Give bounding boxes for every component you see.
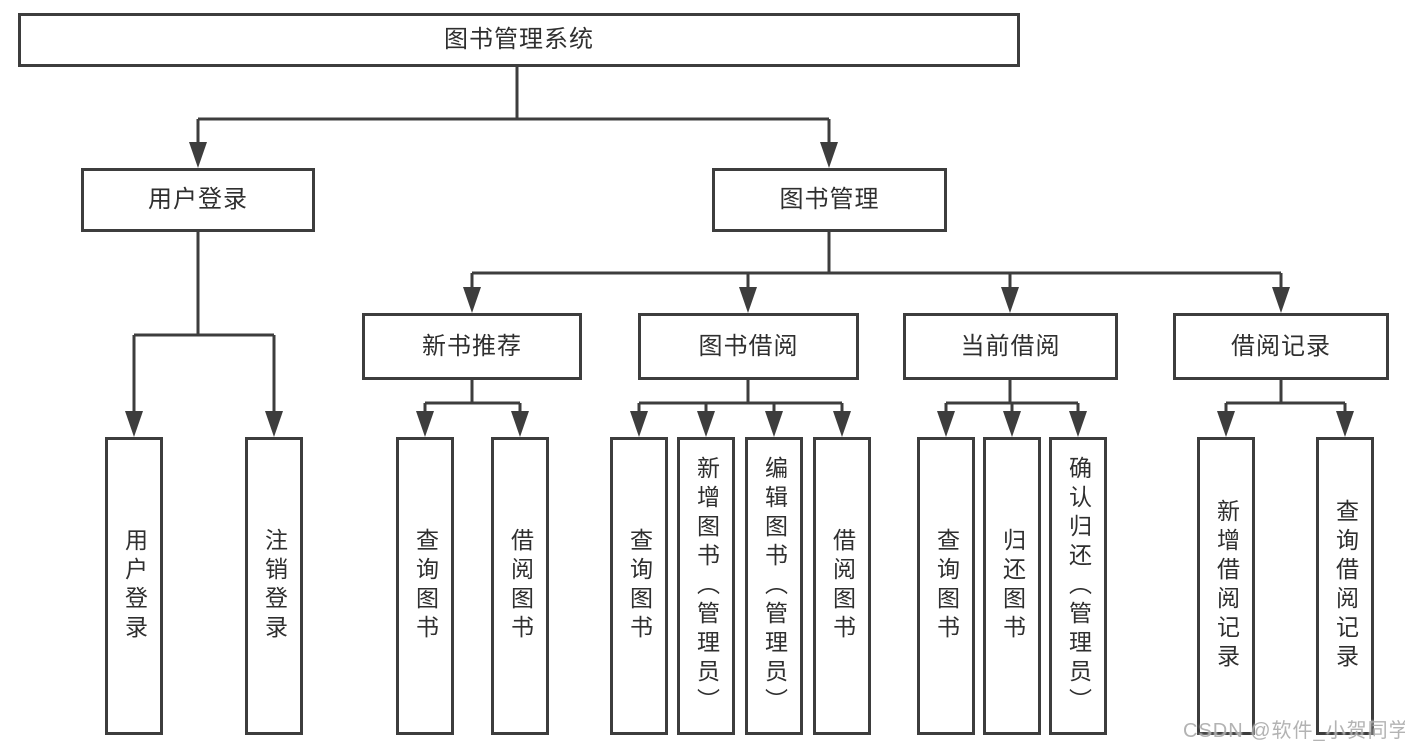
arrowhead-icon <box>125 411 143 437</box>
leaf-return-book: 归还图书 <box>983 437 1041 735</box>
leaf-logout: 注销登录 <box>245 437 303 735</box>
csdn-watermark: CSDN @软件_小贺同学 <box>1183 720 1405 742</box>
arrowhead-icon <box>1217 411 1235 437</box>
arrowhead-icon <box>1069 411 1087 437</box>
arrowhead-icon <box>937 411 955 437</box>
leaf-add-borrow-record-label: 新增借阅记录 <box>1213 499 1240 673</box>
leaf-query-borrow-record: 查询借阅记录 <box>1316 437 1374 735</box>
node-book-borrowing: 图书借阅 <box>638 313 859 380</box>
arrowhead-icon <box>416 411 434 437</box>
leaf-query-books-current: 查询图书 <box>917 437 975 735</box>
leaf-add-borrow-record: 新增借阅记录 <box>1197 437 1255 735</box>
arrowhead-icon <box>511 411 529 437</box>
arrowhead-icon <box>765 411 783 437</box>
leaf-add-book-admin: 新增图书（管理员） <box>677 437 735 735</box>
node-book-management-label: 图书管理 <box>779 186 880 213</box>
arrowhead-icon <box>630 411 648 437</box>
node-root: 图书管理系统 <box>18 13 1020 67</box>
node-user-login: 用户登录 <box>81 168 315 232</box>
arrowhead-icon <box>833 411 851 437</box>
leaf-borrow-books-borrow-label: 借阅图书 <box>829 528 856 644</box>
arrowhead-icon <box>189 142 207 168</box>
leaf-query-books-current-label: 查询图书 <box>933 528 960 644</box>
arrowhead-icon <box>820 142 838 168</box>
node-borrowing-records-label: 借阅记录 <box>1231 332 1331 360</box>
arrowhead-icon <box>463 287 481 313</box>
node-book-borrowing-label: 图书借阅 <box>698 332 799 360</box>
arrowhead-icon <box>1336 411 1354 437</box>
connector-paths <box>132 67 1347 415</box>
leaf-logout-label: 注销登录 <box>261 528 288 644</box>
leaf-user-login: 用户登录 <box>105 437 163 735</box>
node-current-borrowing-label: 当前借阅 <box>960 332 1061 360</box>
leaf-edit-book-admin: 编辑图书（管理员） <box>745 437 803 735</box>
arrowhead-icon <box>1272 287 1290 313</box>
node-root-label: 图书管理系统 <box>444 26 594 53</box>
leaf-confirm-return-admin-label: 确认归还（管理员） <box>1065 455 1092 717</box>
arrowhead-icons <box>125 142 1354 437</box>
leaf-query-books-borrow: 查询图书 <box>610 437 668 735</box>
node-borrowing-records: 借阅记录 <box>1173 313 1389 380</box>
leaf-edit-book-admin-label: 编辑图书（管理员） <box>761 455 788 717</box>
leaf-user-login-label: 用户登录 <box>121 528 148 644</box>
leaf-confirm-return-admin: 确认归还（管理员） <box>1049 437 1107 735</box>
arrowhead-icon <box>1003 411 1021 437</box>
leaf-borrow-books-recommend-label: 借阅图书 <box>507 528 534 644</box>
leaf-return-book-label: 归还图书 <box>999 528 1026 644</box>
node-current-borrowing: 当前借阅 <box>903 313 1118 380</box>
arrowhead-icon <box>265 411 283 437</box>
arrowhead-icon <box>1001 287 1019 313</box>
leaf-query-books-recommend: 查询图书 <box>396 437 454 735</box>
node-user-login-label: 用户登录 <box>148 186 248 213</box>
leaf-add-book-admin-label: 新增图书（管理员） <box>693 455 720 717</box>
leaf-query-books-recommend-label: 查询图书 <box>412 528 439 644</box>
node-new-book-recommendation-label: 新书推荐 <box>422 332 522 360</box>
leaf-query-books-borrow-label: 查询图书 <box>626 528 653 644</box>
node-new-book-recommendation: 新书推荐 <box>362 313 582 380</box>
arrowhead-icon <box>697 411 715 437</box>
leaf-borrow-books-recommend: 借阅图书 <box>491 437 549 735</box>
arrowhead-icon <box>739 287 757 313</box>
leaf-borrow-books-borrow: 借阅图书 <box>813 437 871 735</box>
node-book-management: 图书管理 <box>712 168 947 232</box>
leaf-query-borrow-record-label: 查询借阅记录 <box>1332 499 1359 673</box>
